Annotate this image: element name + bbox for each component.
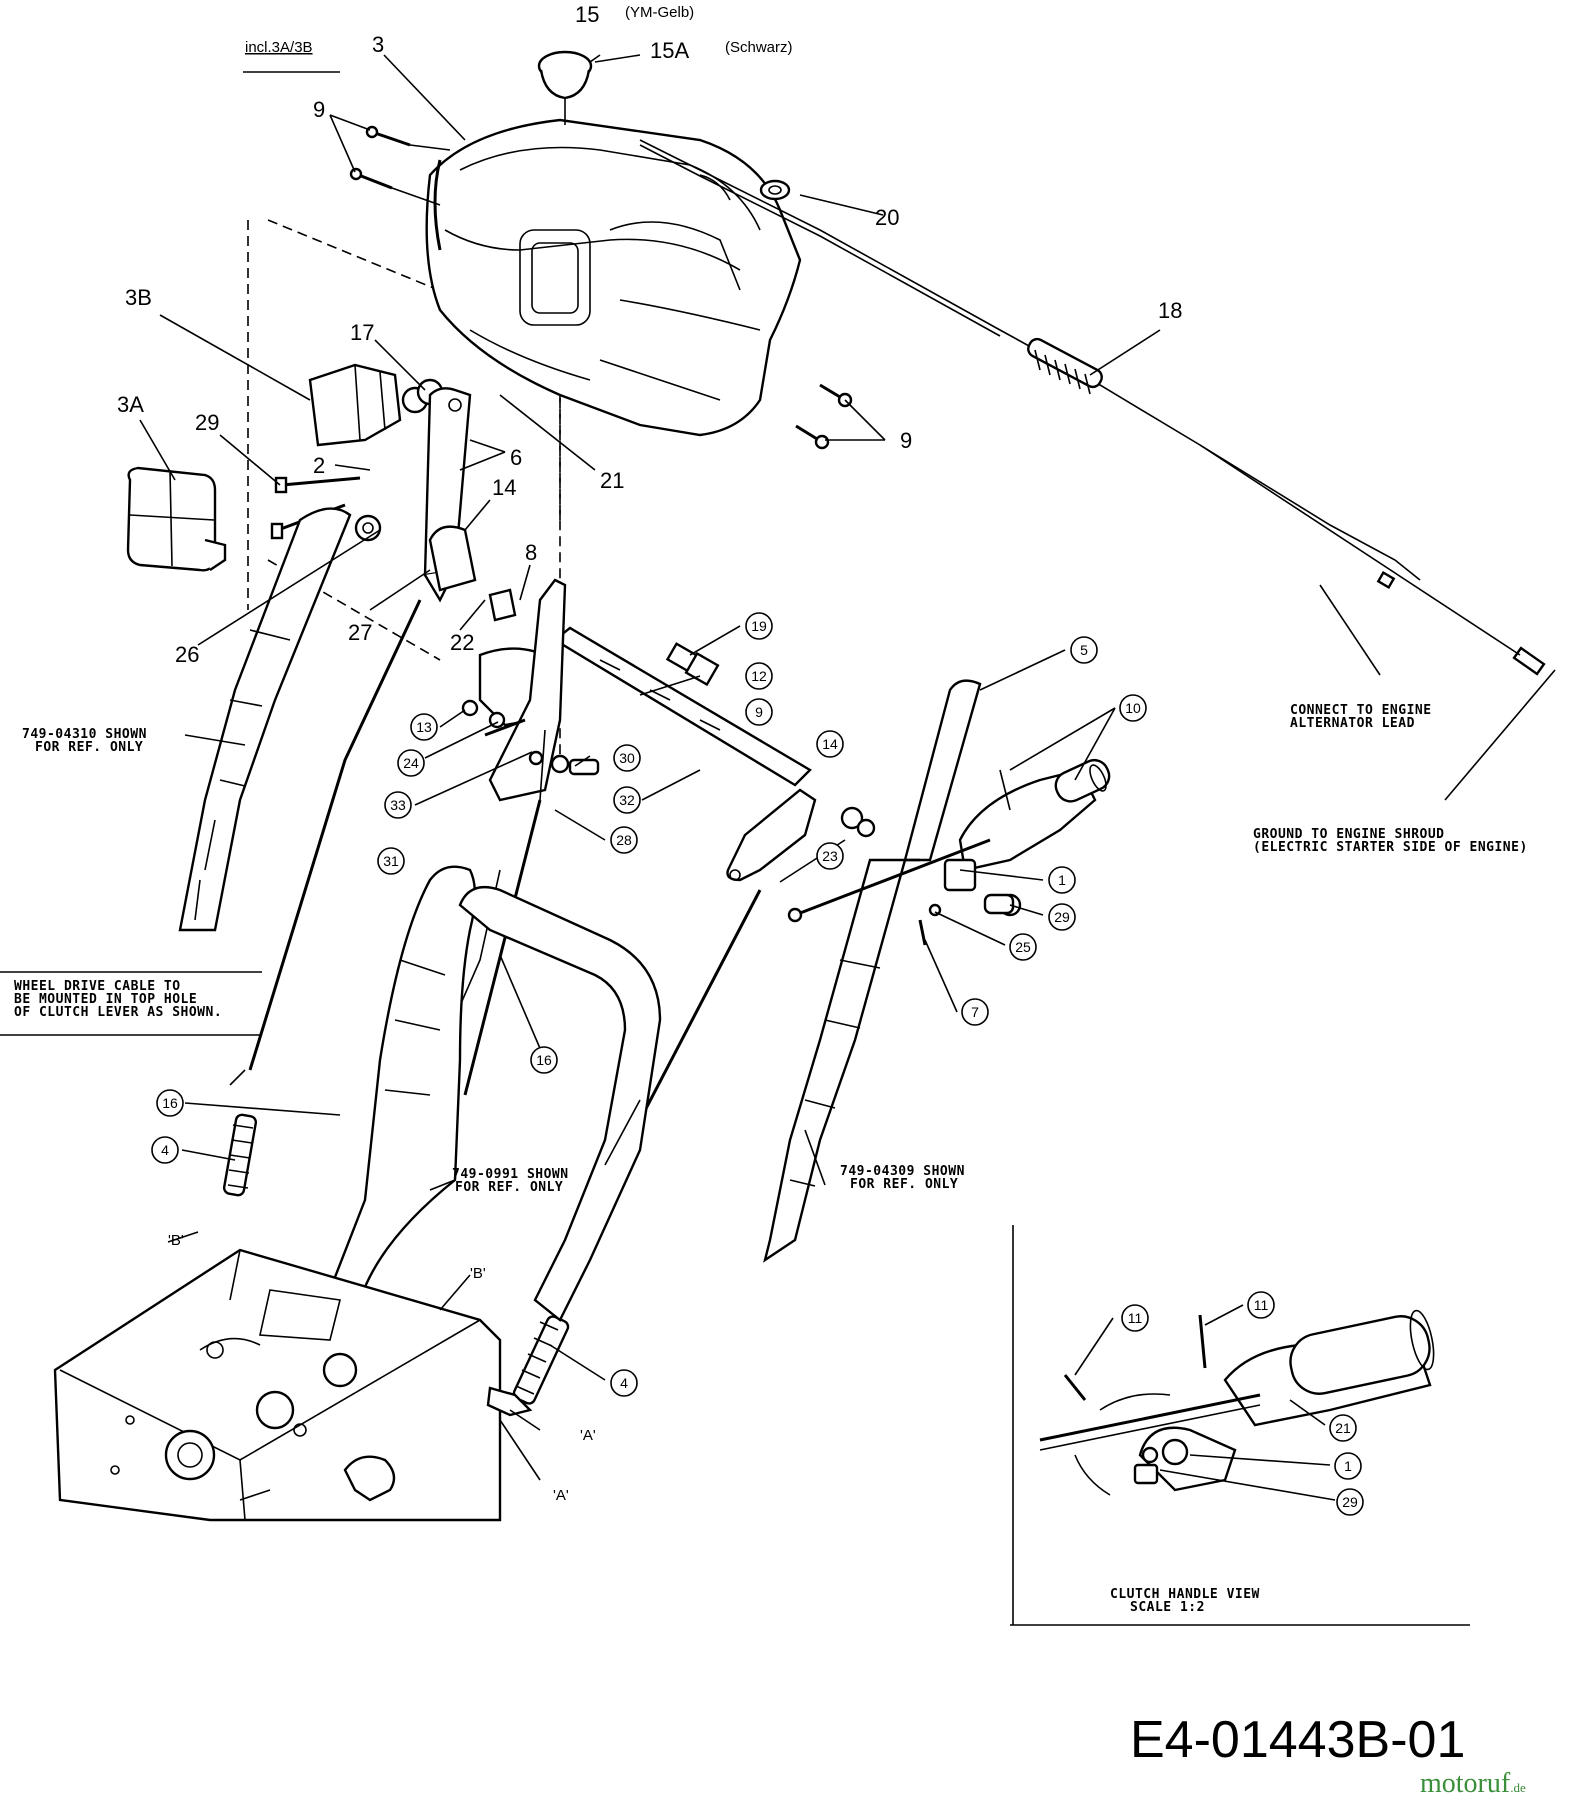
label-20: 20 bbox=[875, 205, 899, 230]
label-3A: 3A bbox=[117, 392, 144, 417]
bracket-left bbox=[461, 578, 567, 802]
callout-14: 14 bbox=[822, 736, 838, 752]
note-wheel-line2: BE MOUNTED IN TOP HOLE bbox=[14, 992, 197, 1007]
callout-33: 33 bbox=[390, 797, 406, 813]
note-ref-mid-line1: 749-0991 SHOWN bbox=[452, 1167, 569, 1182]
dash-panel bbox=[425, 118, 802, 437]
note-ground-line2: (ELECTRIC STARTER SIDE OF ENGINE) bbox=[1253, 840, 1528, 855]
label-22: 22 bbox=[450, 630, 474, 655]
label-15: 15 bbox=[575, 2, 599, 27]
callout-12: 12 bbox=[751, 668, 767, 684]
label-29: 29 bbox=[195, 410, 219, 435]
label-18: 18 bbox=[1158, 298, 1182, 323]
leader-lines bbox=[0, 54, 1556, 1501]
callout-1-inset: 1 bbox=[1344, 1458, 1352, 1474]
label-A-2: 'A' bbox=[553, 1487, 569, 1504]
label-14: 14 bbox=[492, 475, 516, 500]
note-wheel-line1: WHEEL DRIVE CABLE TO bbox=[14, 979, 181, 994]
note-inset-line2: SCALE 1:2 bbox=[1130, 1600, 1205, 1615]
washers bbox=[528, 750, 600, 776]
callout-5: 5 bbox=[1080, 642, 1088, 658]
label-3B: 3B bbox=[125, 285, 152, 310]
callout-16-left: 16 bbox=[162, 1095, 178, 1111]
callout-21-inset: 21 bbox=[1335, 1420, 1351, 1436]
figure-reference-id: E4-01443B-01 bbox=[1130, 1711, 1466, 1769]
callout-4-left: 4 bbox=[161, 1142, 169, 1158]
ignition-key bbox=[537, 50, 593, 125]
label-A-1: 'A' bbox=[580, 1427, 596, 1444]
callout-19: 19 bbox=[751, 618, 767, 634]
bracket-right bbox=[726, 788, 876, 882]
note-ref-left-line1: 749-04310 SHOWN bbox=[22, 727, 147, 742]
label-B-1: 'B' bbox=[168, 1232, 184, 1249]
note-connect-line1: CONNECT TO ENGINE bbox=[1290, 703, 1432, 718]
handle-left bbox=[178, 507, 352, 932]
cover-3B bbox=[308, 363, 444, 447]
cross-rod bbox=[552, 626, 812, 787]
label-incl: incl.3A/3B bbox=[245, 39, 313, 56]
chassis-base bbox=[53, 1248, 533, 1522]
callout-28: 28 bbox=[616, 832, 632, 848]
wiring-harness bbox=[639, 139, 1546, 676]
note-inset-line1: CLUTCH HANDLE VIEW bbox=[1110, 1587, 1260, 1602]
label-9-top: 9 bbox=[313, 97, 325, 122]
callout-30: 30 bbox=[619, 750, 635, 766]
inset-clutch-view bbox=[1010, 1225, 1470, 1626]
part-labels: 15 (YM-Gelb) 15A (Schwarz) incl.3A/3B 3 … bbox=[117, 2, 1182, 1504]
callout-29-inset: 29 bbox=[1342, 1494, 1358, 1510]
screws-right bbox=[795, 383, 853, 450]
callout-11-b: 11 bbox=[1254, 1297, 1269, 1313]
callout-10: 10 bbox=[1125, 700, 1141, 716]
nut-20 bbox=[759, 179, 791, 201]
label-26: 26 bbox=[175, 642, 199, 667]
callout-31: 31 bbox=[383, 853, 399, 869]
label-6: 6 bbox=[510, 445, 522, 470]
callout-1: 1 bbox=[1058, 872, 1066, 888]
note-ref-mid-line2: FOR REF. ONLY bbox=[455, 1180, 563, 1195]
label-9-right: 9 bbox=[900, 428, 912, 453]
callout-11-a: 11 bbox=[1128, 1310, 1143, 1326]
label-27: 27 bbox=[348, 620, 372, 645]
main-handle bbox=[299, 865, 662, 1323]
callout-23: 23 bbox=[822, 848, 838, 864]
callout-25: 25 bbox=[1015, 939, 1031, 955]
bracket-14 bbox=[354, 514, 517, 622]
circled-callouts: 19 12 5 9 10 14 13 24 30 32 33 28 23 1 2… bbox=[161, 618, 1358, 1510]
callout-9: 9 bbox=[755, 704, 763, 720]
note-ground-line1: GROUND TO ENGINE SHROUD bbox=[1253, 827, 1445, 842]
note-connect-line2: ALTERNATOR LEAD bbox=[1290, 716, 1415, 731]
callout-24: 24 bbox=[403, 755, 419, 771]
watermark-suffix: .de bbox=[1510, 1780, 1526, 1795]
note-ref-right-line1: 749-04309 SHOWN bbox=[840, 1164, 965, 1179]
callout-7: 7 bbox=[971, 1004, 979, 1020]
watermark-logo: motoruf.de bbox=[1420, 1768, 1526, 1800]
cover-3A bbox=[126, 466, 227, 572]
notes: CONNECT TO ENGINE ALTERNATOR LEAD GROUND… bbox=[14, 703, 1528, 1615]
label-15-note: (YM-Gelb) bbox=[625, 4, 694, 21]
label-3: 3 bbox=[372, 32, 384, 57]
callout-4-right: 4 bbox=[620, 1375, 628, 1391]
watermark-text: motoruf bbox=[1420, 1768, 1511, 1799]
label-15A-note: (Schwarz) bbox=[725, 39, 793, 56]
callout-32: 32 bbox=[619, 792, 635, 808]
note-ref-left-line2: FOR REF. ONLY bbox=[35, 740, 143, 755]
label-2: 2 bbox=[313, 453, 325, 478]
note-wheel-line3: OF CLUTCH LEVER AS SHOWN. bbox=[14, 1005, 222, 1020]
label-8: 8 bbox=[525, 540, 537, 565]
clutch-cable-right bbox=[787, 838, 1022, 946]
label-17: 17 bbox=[350, 320, 374, 345]
note-ref-right-line2: FOR REF. ONLY bbox=[850, 1177, 958, 1192]
callout-16-mid: 16 bbox=[536, 1052, 552, 1068]
callout-circles bbox=[151, 612, 1364, 1516]
drawing-linework bbox=[0, 50, 1556, 1626]
springs-4 bbox=[222, 1113, 570, 1405]
label-21: 21 bbox=[600, 468, 624, 493]
label-15A: 15A bbox=[650, 38, 689, 63]
handle-right bbox=[763, 679, 1111, 1263]
callout-13: 13 bbox=[416, 719, 432, 735]
label-B-2: 'B' bbox=[470, 1265, 486, 1282]
callout-29: 29 bbox=[1054, 909, 1070, 925]
